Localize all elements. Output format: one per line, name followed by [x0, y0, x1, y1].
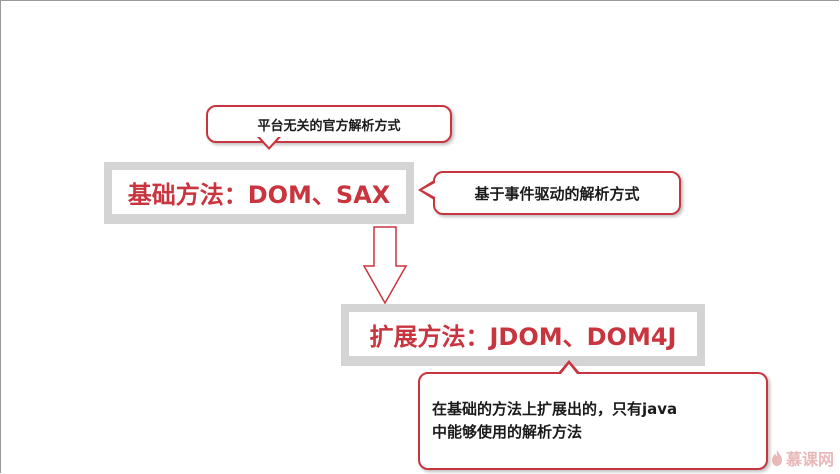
basic-methods-label: 基础方法：DOM、SAX [112, 170, 406, 214]
down-arrow [362, 226, 408, 305]
callout-official-parsing: 平台无关的官方解析方式 [206, 105, 452, 143]
watermark-text: 慕课网 [785, 450, 834, 469]
callout-official-parsing-text: 平台无关的官方解析方式 [257, 118, 401, 134]
callout-java-only: 在基础的方法上扩展出的，只有java 中能够使用的解析方法 [418, 372, 768, 470]
callout-event-driven: 基于事件驱动的解析方式 [433, 171, 681, 215]
flame-icon [771, 450, 782, 466]
callout-java-only-line2: 中能够使用的解析方法 [432, 423, 583, 441]
basic-methods-box: 基础方法：DOM、SAX [104, 162, 414, 224]
extended-methods-label: 扩展方法：JDOM、DOM4J [349, 312, 697, 356]
callout-java-only-line1: 在基础的方法上扩展出的，只有java [432, 400, 678, 418]
imooc-watermark: 慕课网 [770, 446, 834, 470]
callout-event-driven-text: 基于事件驱动的解析方式 [474, 184, 640, 203]
extended-methods-box: 扩展方法：JDOM、DOM4J [341, 304, 705, 366]
